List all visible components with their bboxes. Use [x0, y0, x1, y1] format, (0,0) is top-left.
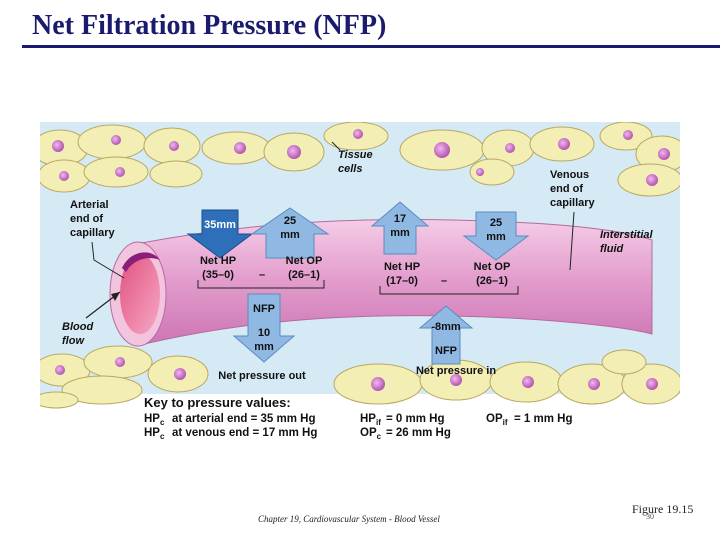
arterial-hp-arrow[interactable]: 35mm [186, 209, 254, 259]
key-hpc-arterial: at arterial end = 35 mm Hg [172, 413, 316, 425]
tissue-cells-label-line2: cells [338, 163, 362, 175]
pressure-key: Key to pressure values: HPc at arterial … [144, 395, 572, 441]
arterial-end-label-line2: end of [70, 213, 103, 225]
arterial-end-label-line3: capillary [70, 227, 116, 239]
figure-reference: Figure 19.15 [632, 502, 694, 516]
venous-net-op-formula: (26–1) [476, 275, 508, 287]
arterial-hp-arrow-label: 35mm [204, 219, 236, 231]
key-opif-value: = 1 mm Hg [514, 413, 572, 425]
venous-hp-arrow-line2: mm [390, 227, 410, 239]
nfp-diagram: 35mm 25 mm Net HP (35–0) – Net OP (26–1)… [40, 122, 680, 441]
net-pressure-in-label: Net pressure in [416, 365, 496, 377]
venous-minus-sign: – [441, 275, 447, 287]
slide-footer: Chapter 19, Cardiovascular System - Bloo… [258, 514, 440, 524]
venous-hp-arrow[interactable]: 17 mm [370, 201, 430, 255]
svg-text:HPif: HPif [360, 413, 381, 427]
key-opc-symbol: OP [360, 427, 377, 439]
arterial-op-arrow[interactable]: 25 mm [250, 207, 330, 259]
venous-end-label-line2: end of [550, 183, 583, 195]
key-hpc2-sub: c [160, 432, 165, 441]
interstitial-fluid-label-line1: Interstitial [600, 229, 654, 241]
capillary-lumen [120, 254, 160, 334]
svg-text:OPif: OPif [486, 413, 508, 427]
arterial-net-hp-formula: (35–0) [202, 269, 234, 281]
arterial-nfp-label: NFP [253, 303, 275, 315]
venous-op-arrow-line2: mm [486, 231, 506, 243]
venous-op-arrow-line1: 25 [490, 217, 502, 229]
bottom-cell-nuclei [55, 357, 658, 391]
venous-net-hp-label: Net HP [384, 261, 420, 273]
arterial-minus-sign: – [259, 269, 265, 281]
red-blood-cell [122, 252, 160, 272]
venous-end-label-line1: Venous [550, 169, 589, 181]
svg-text:HPc: HPc [144, 427, 165, 441]
arterial-end-pointer [91, 241, 125, 279]
arterial-net-op-label: Net OP [286, 255, 323, 267]
page-number: 30 [646, 512, 654, 521]
venous-op-arrow[interactable]: 25 mm [462, 211, 530, 261]
arterial-nfp-value-line1: 10 [258, 327, 270, 339]
venous-nfp-value: -8mm [431, 321, 461, 333]
net-pressure-out-label: Net pressure out [218, 370, 306, 382]
venous-hp-arrow-line1: 17 [394, 213, 406, 225]
tissue-cells-pointer [331, 141, 341, 151]
key-hpc-symbol: HP [144, 413, 160, 425]
arterial-nfp-arrow[interactable]: NFP 10 mm [232, 293, 296, 363]
arterial-end-label-line1: Arterial [70, 199, 109, 211]
interstitial-fluid-label-line2: fluid [600, 243, 623, 255]
key-opc-value: = 26 mm Hg [386, 427, 451, 439]
blood-flow-label-line1: Blood [62, 321, 93, 333]
key-opc-sub: c [377, 432, 382, 441]
top-cell-nuclei [52, 129, 670, 186]
key-hpif-symbol: HP [360, 413, 376, 425]
key-hpc-venous: at venous end = 17 mm Hg [172, 427, 317, 439]
arterial-net-hp-label: Net HP [200, 255, 236, 267]
svg-text:HPc: HPc [144, 413, 165, 427]
title-underline [22, 45, 720, 48]
blood-flow-arrowhead [111, 292, 120, 301]
blood-flow-label-line2: flow [62, 335, 85, 347]
venous-nfp-label: NFP [435, 345, 457, 357]
arterial-nfp-value-line2: mm [254, 341, 274, 353]
svg-text:OPc: OPc [360, 427, 382, 441]
tissue-cells-label-line1: Tissue [338, 149, 373, 161]
venous-net-op-label: Net OP [474, 261, 511, 273]
key-hpc-sub: c [160, 418, 165, 427]
key-hpc2-symbol: HP [144, 427, 160, 439]
arterial-bracket [197, 280, 325, 289]
top-tissue-cells [40, 122, 680, 197]
arterial-op-arrow-line2: mm [280, 229, 300, 241]
key-title: Key to pressure values: [144, 395, 291, 410]
arterial-net-op-formula: (26–1) [288, 269, 320, 281]
key-opif-sub: if [503, 418, 508, 427]
venous-bracket [379, 286, 519, 295]
venous-net-hp-formula: (17–0) [386, 275, 418, 287]
venous-end-label-line3: capillary [550, 197, 596, 209]
key-hpif-sub: if [376, 418, 381, 427]
venous-nfp-arrow[interactable]: -8mm NFP [418, 305, 474, 365]
slide-title: Net Filtration Pressure (NFP) [32, 10, 387, 41]
arterial-op-arrow-line1: 25 [284, 215, 296, 227]
key-opif-symbol: OP [486, 413, 503, 425]
venous-end-pointer [569, 211, 575, 271]
key-hpif-value: = 0 mm Hg [386, 413, 444, 425]
